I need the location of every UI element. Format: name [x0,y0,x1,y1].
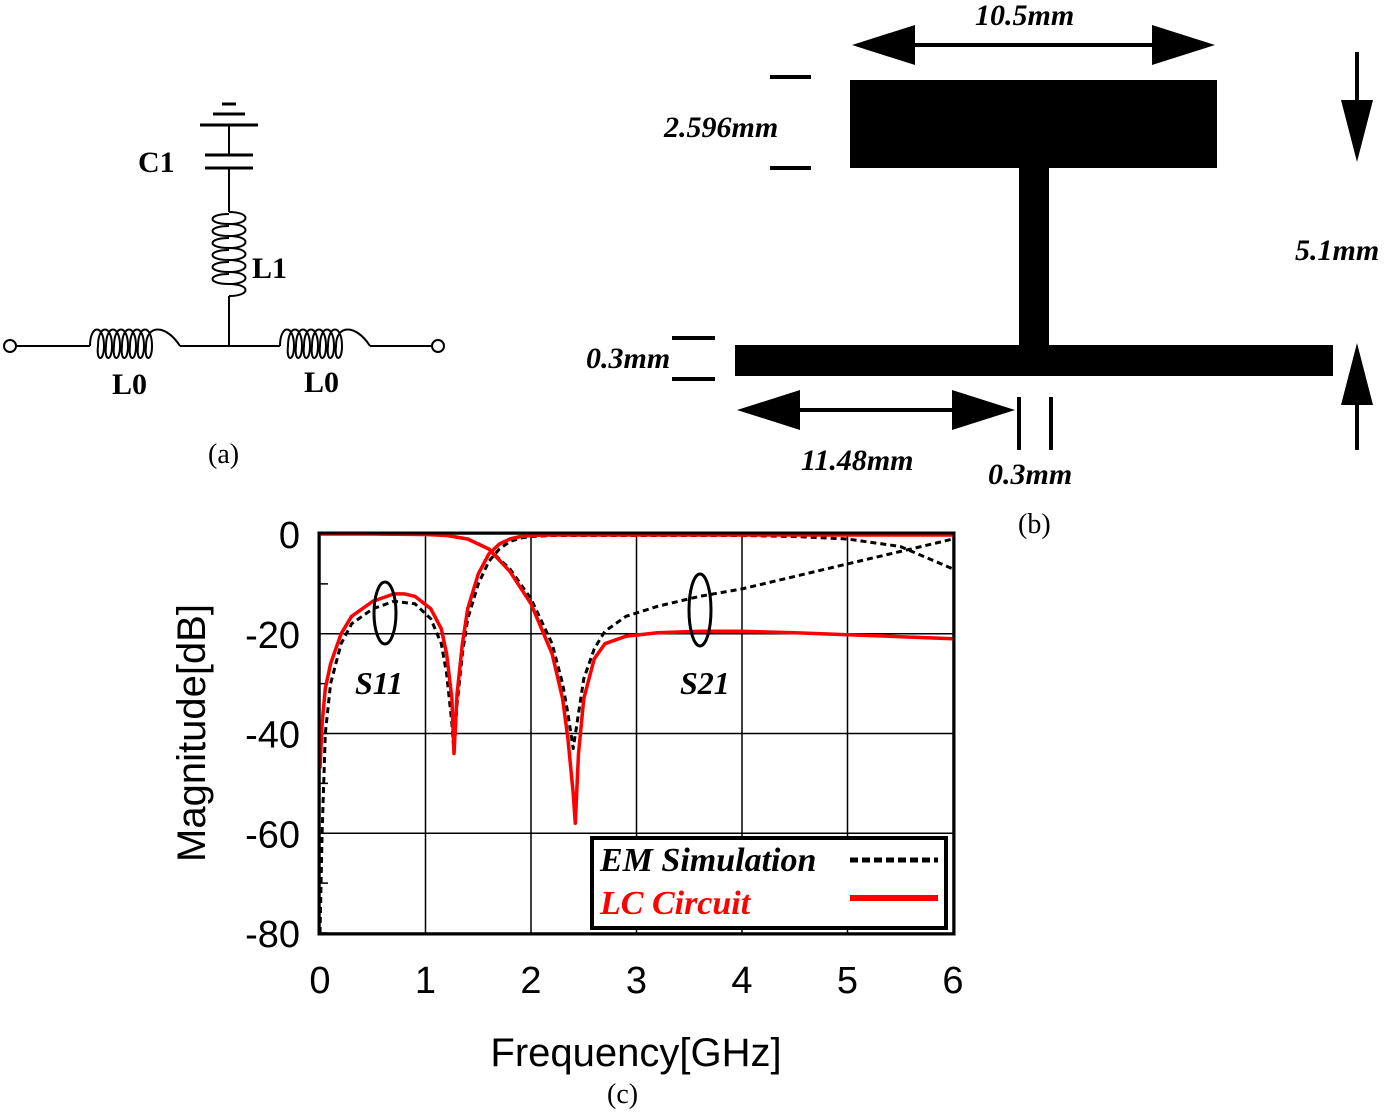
panel-c-chart: S11 S21 0 1 2 3 4 5 6 0 -20 -40 -60 -80 Frequency[G… [170,515,964,1075]
legend-label-em-simulation: EM Simulation [599,842,816,879]
inductor-l0-left-coil [89,328,181,359]
y-tick-label: -60 [245,814,300,856]
x-tick-label: 5 [837,960,858,1002]
label-l0-left: L0 [112,368,147,401]
dim-label-top-height: 2.596mm [663,111,778,144]
label-l1: L1 [252,252,287,285]
chart-tick-labels: 0 1 2 3 4 5 6 0 -20 -40 -60 -80 [245,515,963,1002]
series-lc-circuit-s11 [318,533,953,769]
annotation-s21: S21 [680,665,730,701]
caption-b: (b) [1018,509,1051,540]
inductor-l1-coil [211,211,247,297]
y-tick-label: -20 [245,615,300,657]
series-lc-circuit-s21 [320,532,954,826]
caption-c: (c) [607,1079,638,1110]
y-axis-label: Magnitude[dB] [170,604,214,862]
x-tick-label: 0 [309,960,330,1002]
chart-series [318,532,954,934]
y-tick-label: -40 [245,715,300,757]
annotation-s11: S11 [355,665,403,701]
dim-label-top-width: 10.5mm [975,0,1074,32]
left-port-terminal [3,339,17,353]
y-tick-label: -80 [245,914,300,956]
legend-box [590,836,948,930]
x-axis-label: Frequency[GHz] [490,1031,781,1075]
dim-label-line-width: 0.3mm [586,342,670,375]
caption-a: (a) [208,439,239,470]
x-tick-label: 1 [415,960,436,1002]
x-tick-label: 4 [731,960,752,1002]
inductor-l0-right-coil [279,328,371,359]
s21-marker-ellipse [687,572,713,648]
dim-top-width-arrow-left [852,25,915,65]
dim-left-length-arrow-right [952,390,1015,430]
panel-a-circuit [3,102,445,359]
right-port-terminal [431,339,445,353]
dim-height-arrow-down [1341,100,1373,162]
transmission-line [735,345,1333,376]
dim-left-length-arrow-left [737,390,800,430]
legend-label-lc-circuit: LC Circuit [599,885,752,922]
y-tick-label: 0 [279,515,300,557]
dim-top-width-arrow-right [1152,25,1215,65]
vertical-stub [1019,166,1049,376]
panel-b-layout [672,25,1373,450]
dim-height-arrow-up [1341,343,1373,405]
x-tick-label: 3 [626,960,647,1002]
s11-marker-ellipse [372,580,398,646]
dim-label-total-height: 5.1mm [1295,234,1379,267]
top-patch [850,80,1217,168]
x-tick-label: 6 [942,960,963,1002]
plot-frame [317,531,956,936]
x-tick-label: 2 [520,960,541,1002]
label-c1: C1 [138,146,175,179]
dim-label-stub-width: 0.3mm [988,458,1072,491]
dim-label-left-length: 11.48mm [801,444,914,477]
label-l0-right: L0 [304,366,339,399]
